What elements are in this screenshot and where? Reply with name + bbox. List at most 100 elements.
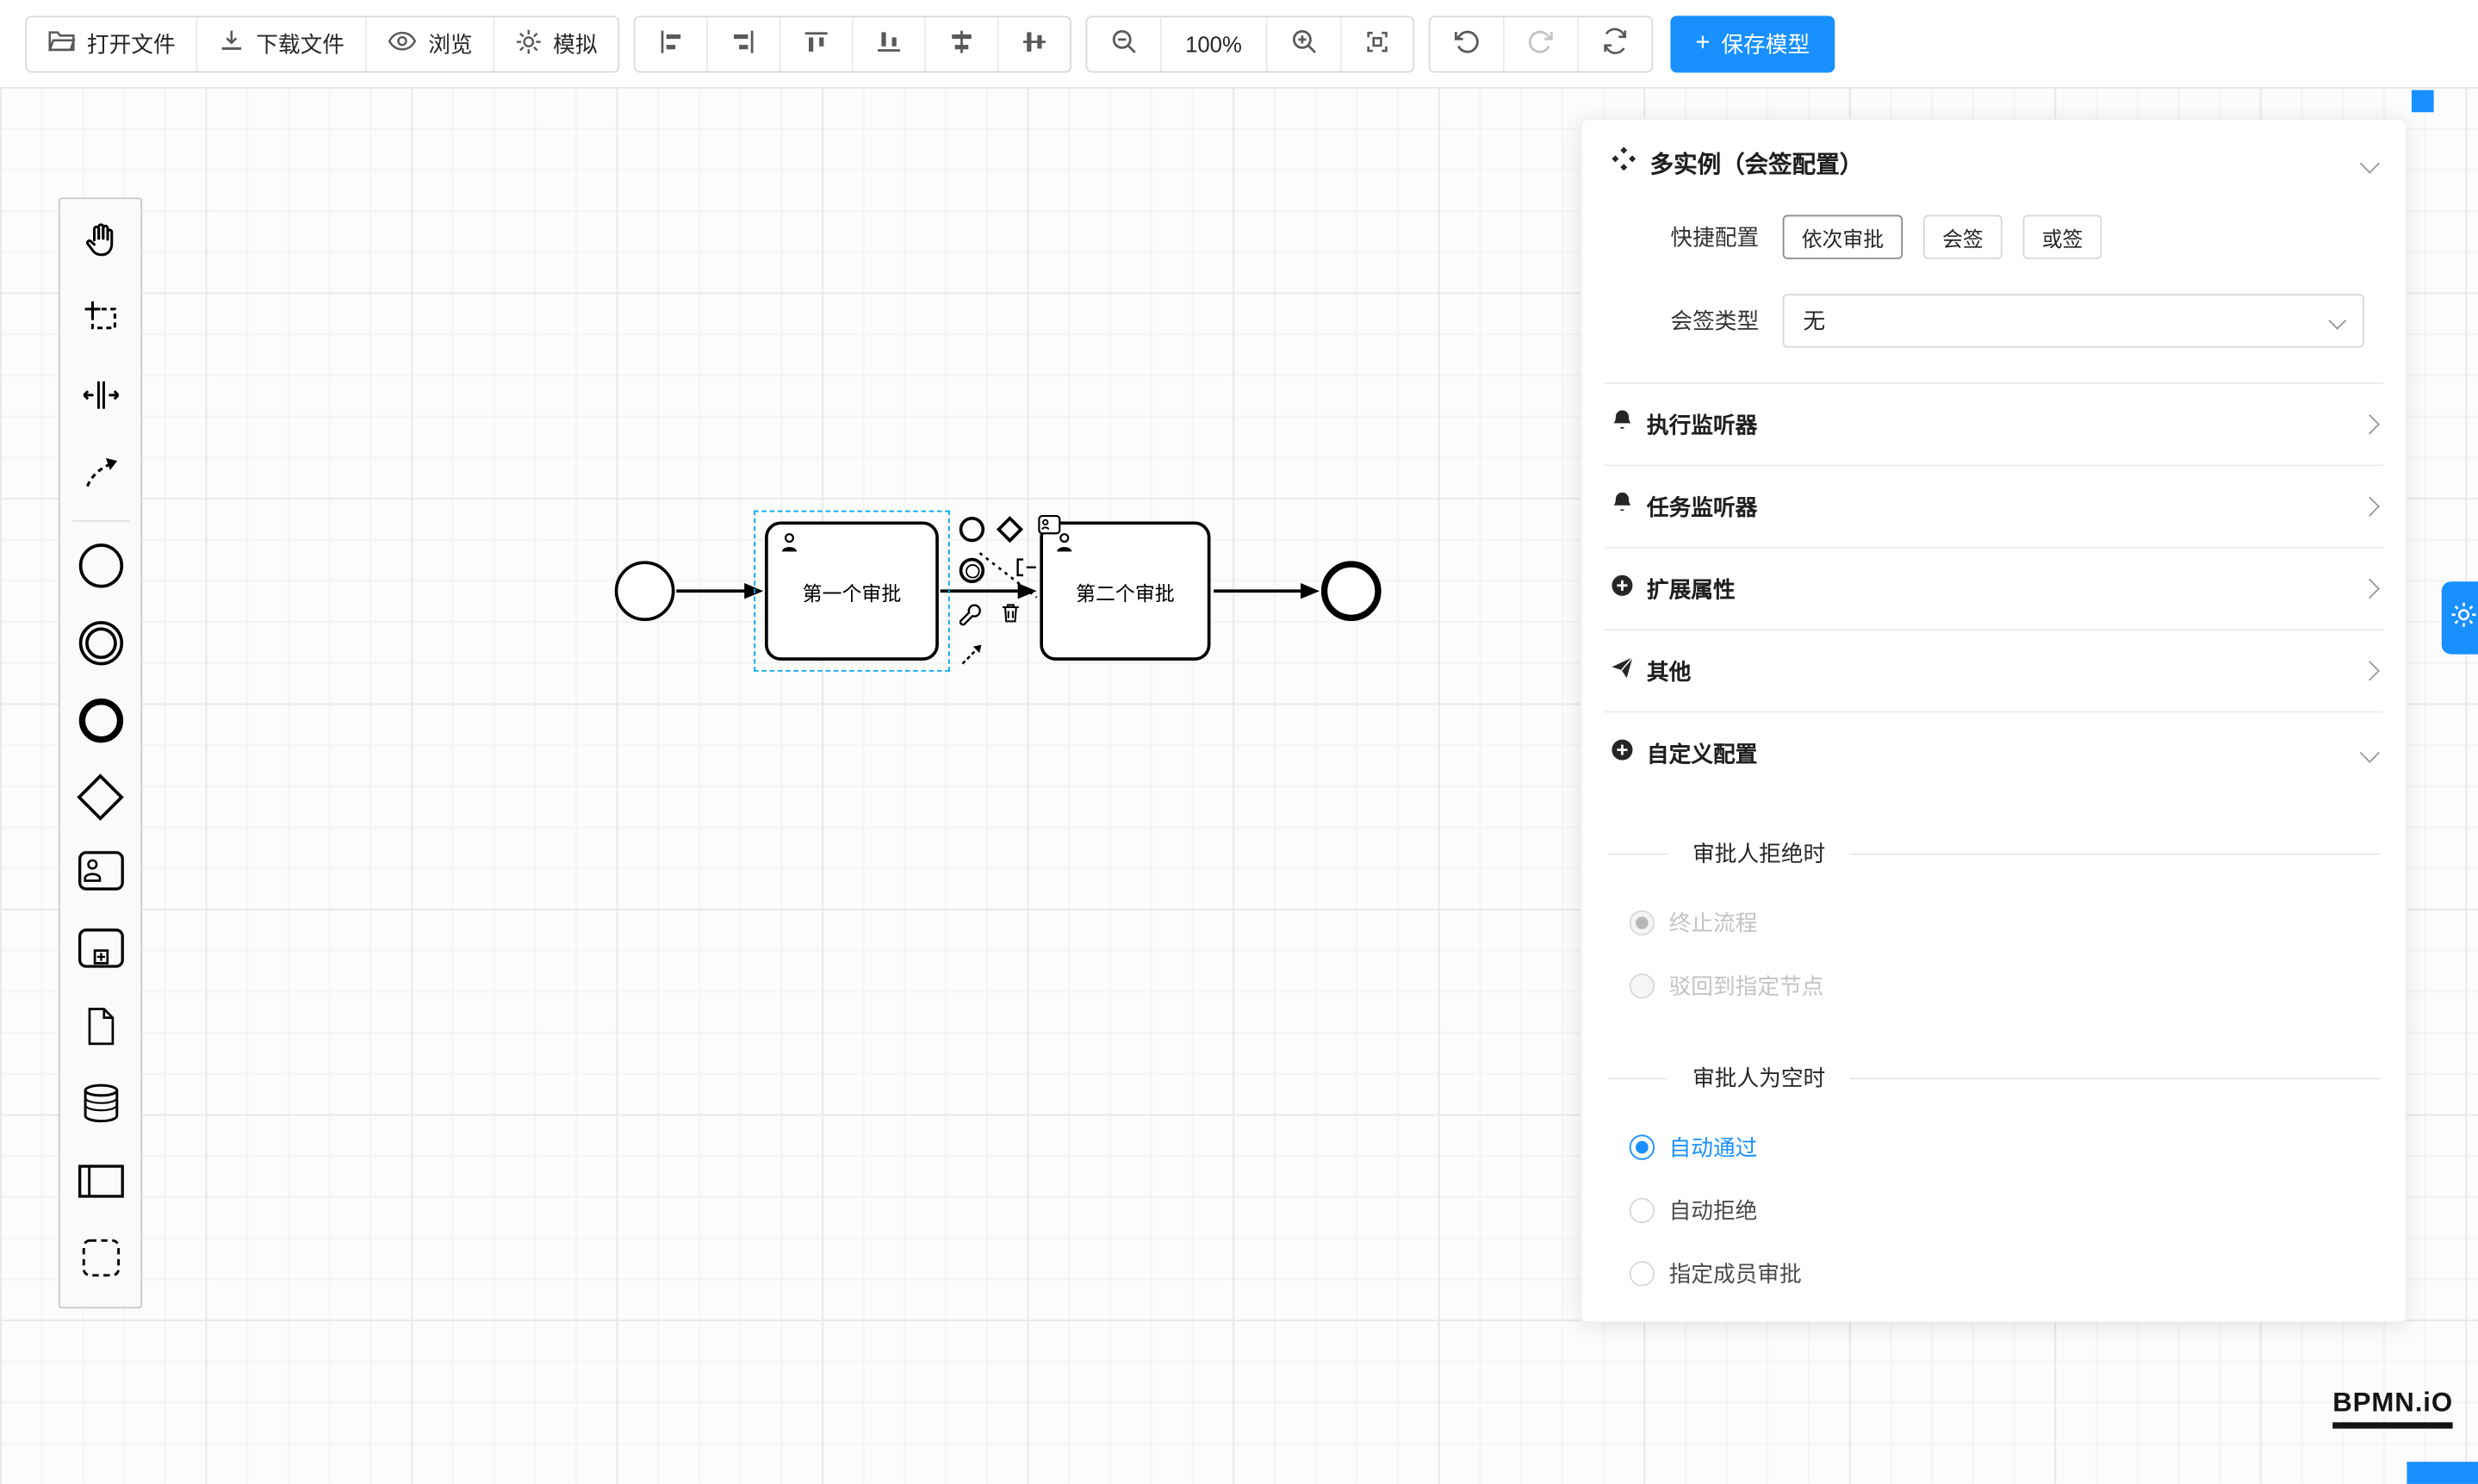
- section-execution-listeners[interactable]: 执行监听器: [1604, 382, 2383, 464]
- create-call-activity[interactable]: [60, 914, 141, 991]
- participant-icon: [77, 1163, 124, 1207]
- start-event-icon: [78, 543, 123, 587]
- zoom-out-icon: [1109, 27, 1138, 60]
- radio-icon: [1629, 1261, 1655, 1287]
- task-label: 第一个审批: [802, 582, 902, 605]
- quick-config-row: 快捷配置 依次审批 会签 或签: [1604, 214, 2383, 259]
- simulate-label: 模拟: [553, 30, 598, 57]
- redo-button[interactable]: [1504, 16, 1579, 71]
- task-label: 第二个审批: [1076, 582, 1175, 605]
- lasso-tool[interactable]: [60, 283, 141, 360]
- quick-config-label: 快捷配置: [1670, 224, 1760, 250]
- create-group[interactable]: [60, 1223, 141, 1301]
- end-event[interactable]: [1320, 561, 1382, 622]
- append-end-event-icon[interactable]: [959, 516, 985, 543]
- align-left-button[interactable]: [635, 16, 708, 71]
- simulate-icon: [515, 28, 542, 59]
- radio-icon: [1629, 910, 1655, 936]
- call-activity-icon: [77, 928, 124, 977]
- trash-icon[interactable]: [999, 600, 1023, 634]
- space-tool[interactable]: [60, 360, 141, 438]
- create-data-store[interactable]: [60, 1068, 141, 1146]
- align-button-group: [633, 15, 1072, 72]
- sequential-approval-button[interactable]: 依次审批: [1782, 214, 1904, 259]
- palette-separator: [71, 519, 129, 522]
- task-first-approval[interactable]: 第一个审批: [765, 521, 939, 661]
- wrench-icon[interactable]: [958, 602, 983, 636]
- zoom-fit-button[interactable]: [1341, 16, 1413, 71]
- hand-tool[interactable]: [60, 206, 141, 283]
- section-extended-properties[interactable]: 扩展属性: [1604, 546, 2383, 629]
- create-intermediate-event[interactable]: [60, 604, 141, 681]
- align-right-icon: [730, 28, 757, 59]
- align-center-horizontal-button[interactable]: [926, 16, 999, 71]
- intermediate-event-icon: [78, 620, 123, 665]
- create-end-event[interactable]: [60, 681, 141, 759]
- radio-assign-member[interactable]: 指定成员审批: [1629, 1242, 2383, 1305]
- section-custom-config[interactable]: 自定义配置: [1604, 711, 2383, 793]
- plus-circle-icon: [1611, 737, 1635, 769]
- undo-button[interactable]: [1430, 16, 1505, 71]
- align-top-button[interactable]: [780, 16, 854, 71]
- section-task-listeners[interactable]: 任务监听器: [1604, 464, 2383, 546]
- global-connect-tool[interactable]: [60, 438, 141, 515]
- zoom-in-button[interactable]: [1267, 16, 1342, 71]
- align-right-button[interactable]: [707, 16, 781, 71]
- download-file-button[interactable]: 下载文件: [197, 16, 367, 71]
- connect-arrow-icon[interactable]: [960, 642, 984, 675]
- save-model-button[interactable]: + 保存模型: [1670, 15, 1835, 72]
- download-icon: [218, 28, 245, 59]
- align-left-icon: [657, 28, 684, 59]
- text-annotation-icon[interactable]: [1013, 555, 1038, 588]
- create-gateway[interactable]: [60, 759, 141, 836]
- chevron-right-icon: [2359, 578, 2380, 599]
- align-bottom-button[interactable]: [853, 16, 927, 71]
- create-data-object[interactable]: [60, 990, 141, 1068]
- panel-toggle-chip[interactable]: [2411, 90, 2434, 113]
- reset-button[interactable]: [1578, 16, 1652, 71]
- zoom-level: 100%: [1162, 16, 1268, 71]
- simulate-button[interactable]: 模拟: [494, 16, 618, 71]
- open-file-button[interactable]: 打开文件: [27, 16, 198, 71]
- task-second-approval[interactable]: 第二个审批: [1040, 521, 1211, 661]
- countersign-button[interactable]: 会签: [1923, 214, 2003, 259]
- align-bottom-icon: [875, 28, 902, 59]
- chevron-right-icon: [2359, 413, 2380, 435]
- radio-icon: [1629, 1197, 1655, 1224]
- append-user-task-icon[interactable]: [1037, 513, 1064, 545]
- user-task-icon: [77, 850, 124, 899]
- undo-icon: [1452, 27, 1481, 60]
- multi-instance-icon: [1611, 146, 1637, 180]
- zoom-button-group: 100%: [1085, 15, 1414, 72]
- create-participant[interactable]: [60, 1146, 141, 1223]
- zoom-out-button[interactable]: [1087, 16, 1162, 71]
- section-other[interactable]: 其他: [1604, 629, 2383, 711]
- align-center-vertical-button[interactable]: [998, 16, 1071, 71]
- properties-panel: 多实例（会签配置） 快捷配置 依次审批 会签 或签 会签类型 无 执行监听器: [1580, 118, 2407, 1323]
- settings-toggle-tab[interactable]: [2441, 581, 2478, 655]
- plus-circle-icon: [1611, 573, 1635, 605]
- create-start-event[interactable]: [60, 526, 141, 604]
- eye-icon: [388, 30, 418, 57]
- radio-auto-pass[interactable]: 自动通过: [1629, 1115, 2383, 1178]
- bpmn-io-watermark[interactable]: BPMN.iO: [2332, 1388, 2454, 1429]
- user-icon: [1053, 531, 1077, 559]
- append-intermediate-event-icon[interactable]: [959, 557, 985, 584]
- chevron-down-icon: [2359, 742, 2380, 763]
- bell-icon: [1611, 490, 1635, 524]
- radio-auto-reject[interactable]: 自动拒绝: [1629, 1179, 2383, 1242]
- sign-type-select[interactable]: 无: [1782, 294, 2364, 348]
- or-sign-button[interactable]: 或签: [2022, 214, 2102, 259]
- corner-widget-chip[interactable]: [2407, 1462, 2478, 1484]
- data-store-icon: [80, 1083, 121, 1132]
- divider-approver-rejects: 审批人拒绝时: [1607, 837, 2381, 869]
- start-event[interactable]: [614, 561, 675, 622]
- panel-header[interactable]: 多实例（会签配置）: [1604, 120, 2383, 202]
- align-top-icon: [803, 28, 829, 59]
- chevron-down-icon: [2328, 312, 2347, 330]
- preview-button[interactable]: 浏览: [366, 16, 495, 71]
- radio-return-to-node: 驳回到指定节点: [1629, 954, 2383, 1017]
- send-icon: [1611, 655, 1635, 687]
- create-user-task[interactable]: [60, 836, 141, 914]
